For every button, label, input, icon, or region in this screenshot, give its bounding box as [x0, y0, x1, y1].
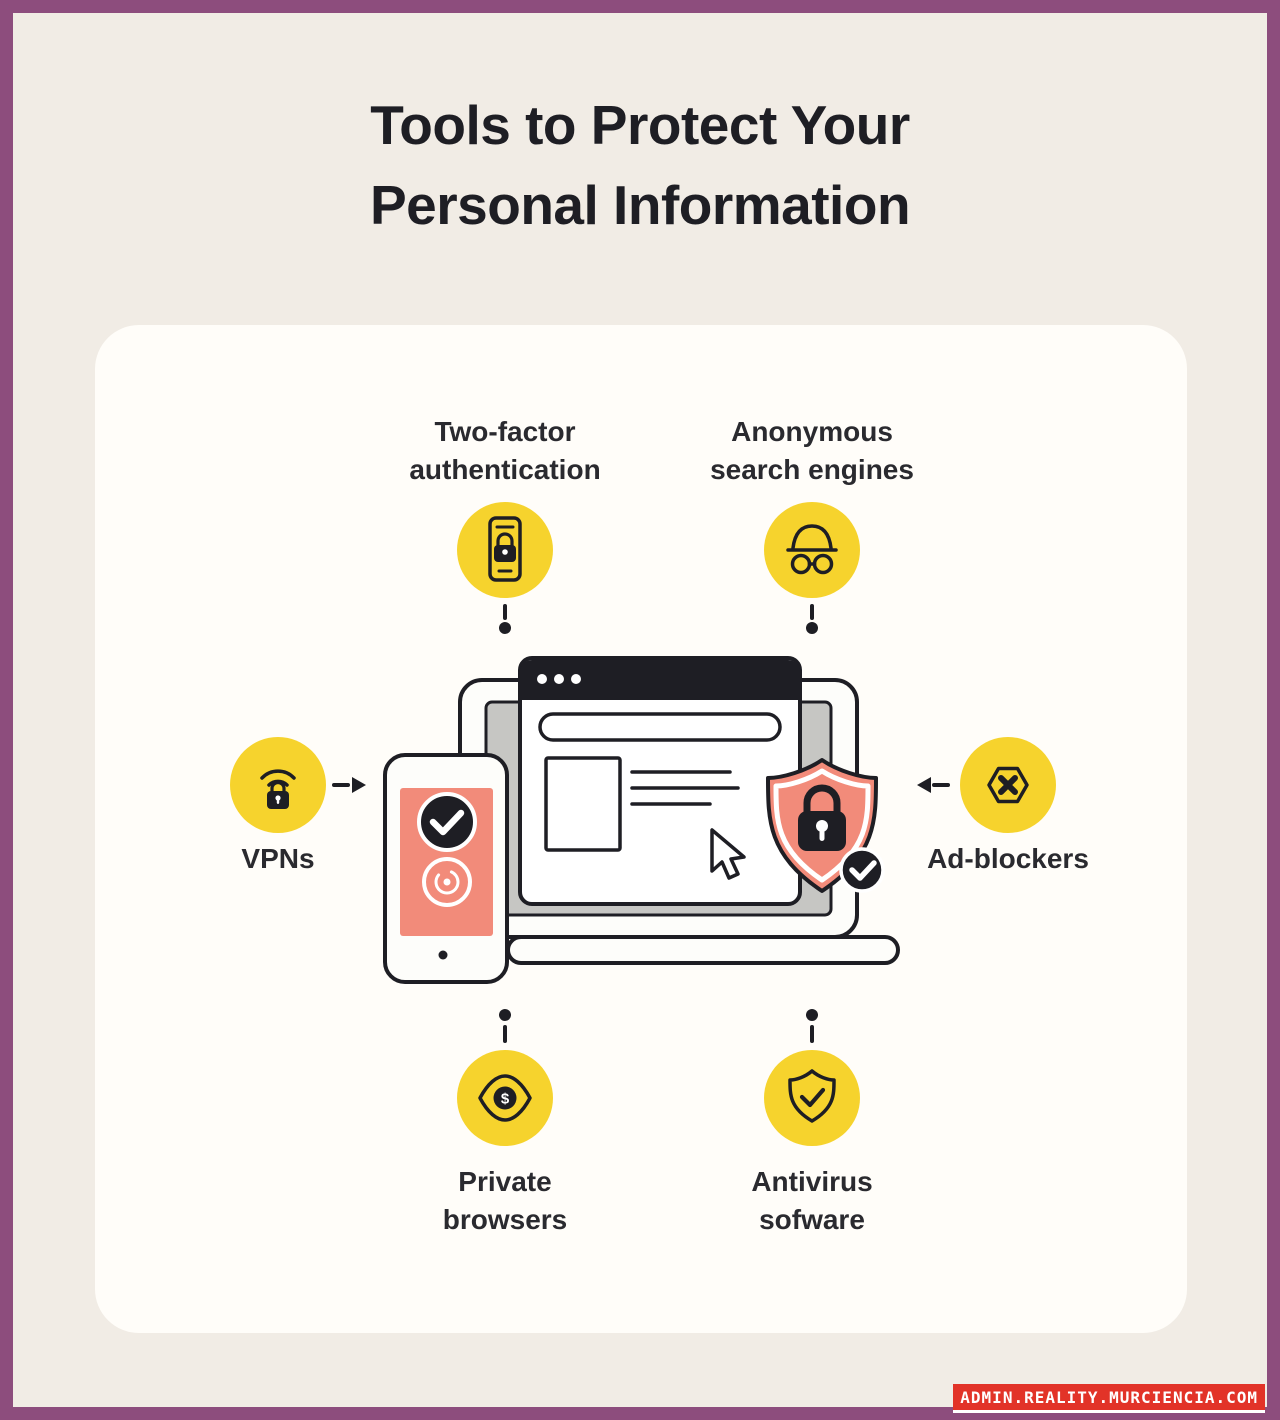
item-badge-antivirus [764, 1050, 860, 1146]
item-label-ad-blockers: Ad-blockers [927, 843, 1089, 874]
shield-check-icon [788, 1069, 836, 1123]
connector-arrow-right-icon [352, 777, 366, 793]
hexagon-x-icon [987, 766, 1029, 804]
page-title: Tools to Protect Your Personal Informati… [369, 94, 911, 236]
connector-line [810, 604, 814, 620]
connector-arrow-left-icon [917, 777, 931, 793]
connector-line [503, 1025, 507, 1043]
phone-lock-icon [488, 516, 522, 582]
item-label-vpns: VPNs [241, 843, 315, 874]
connector-line [332, 783, 350, 787]
watermark-url: ADMIN.REALITY.MURCIENCIA.COM [953, 1384, 1265, 1413]
item-label-anonymous: Anonymous search engines [710, 416, 914, 486]
connector-dot [499, 1009, 511, 1021]
incognito-icon [786, 524, 838, 575]
connector-line [932, 783, 950, 787]
wifi-lock-icon [260, 769, 296, 809]
home-button-dot [438, 950, 448, 960]
item-badge-anonymous [764, 502, 860, 598]
connector-line [503, 604, 507, 620]
smartphone [383, 753, 509, 984]
connector-dot [806, 622, 818, 634]
connector-dot [499, 622, 511, 634]
connector-dot [806, 1009, 818, 1021]
fingerprint-icon [422, 857, 472, 907]
item-label-two-factor: Two-factor authentication [409, 416, 601, 486]
browser-window [518, 656, 802, 906]
item-badge-two-factor [457, 502, 553, 598]
item-label-antivirus: Antivirus sofware [751, 1166, 873, 1236]
eye-pupil-symbol: $ [501, 1091, 510, 1108]
eye-dollar-icon: $ [478, 1074, 532, 1122]
laptop-base [506, 935, 900, 965]
item-badge-private-browsers: $ [457, 1050, 553, 1146]
laptop-illustration [383, 656, 900, 984]
check-badge-icon [839, 847, 885, 893]
connector-line [810, 1025, 814, 1043]
cursor-icon [710, 828, 746, 880]
infographic-card: Two-factor authentication Anonymous sear… [95, 325, 1187, 1333]
item-badge-ad-blockers [960, 737, 1056, 833]
item-label-private-browsers: Private browsers [442, 1166, 568, 1236]
item-badge-vpns [230, 737, 326, 833]
